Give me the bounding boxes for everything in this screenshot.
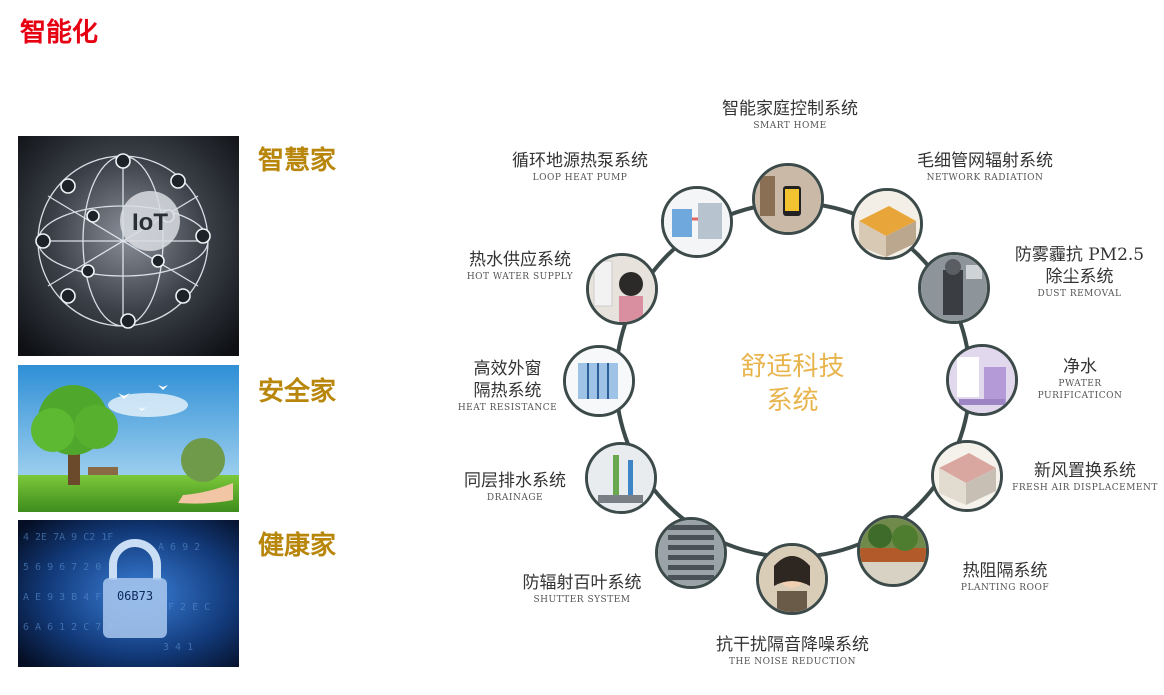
svg-text:6 A 6 1 2 C 7 8: 6 A 6 1 2 C 7 8: [23, 622, 113, 633]
dust-removal-label-group: 防雾霾抗 PM2.5 除尘系统 DUST REMOVAL: [1002, 244, 1157, 300]
noise-reduction-label-group: 抗干扰隔音降噪系统 THE NOISE REDUCTION: [690, 634, 895, 668]
hot-water-cn: 热水供应系统: [469, 250, 571, 270]
smart-home-label: 智慧家: [258, 146, 337, 176]
window-insulation-node: [563, 345, 635, 417]
water-purification-en: PWATER: [1058, 379, 1102, 389]
heat-pump-en: LOOP HEAT PUMP: [532, 173, 628, 183]
noise-reduction-cn: 抗干扰隔音降噪系统: [716, 635, 869, 655]
hot-water-en: HOT WATER SUPPLY: [466, 272, 574, 282]
radiation-en: NETWORK RADIATION: [926, 173, 1044, 183]
lock-code: 06B73: [117, 589, 153, 603]
iot-text: IoT: [132, 209, 168, 236]
svg-text:5 6 9 6 7 2 0 3: 5 6 9 6 7 2 0 3: [23, 562, 113, 573]
noise-reduction-node: [756, 543, 828, 615]
drainage-cn: 同层排水系统: [464, 471, 566, 491]
svg-text:A E 9 3 B 4 F 0: A E 9 3 B 4 F 0: [23, 592, 113, 603]
diagram-center-title: 舒适科技 系统: [705, 350, 880, 418]
nature-image: [18, 365, 239, 512]
smart-home-label-group: 智能家庭控制系统 SMART HOME: [690, 98, 890, 132]
fresh-air-node: [931, 440, 1003, 512]
noise-reduction-en: THE NOISE REDUCTION: [728, 657, 857, 667]
svg-text:4 2E 7A 9 C2 1F: 4 2E 7A 9 C2 1F: [23, 532, 113, 543]
heat-pump-node: [661, 186, 733, 258]
window-insulation-cn: 高效外窗: [473, 359, 542, 379]
drainage-node: [585, 442, 657, 514]
window-insulation-en: HEAT RESISTANCE: [457, 403, 558, 413]
smart-home-en: SMART HOME: [753, 121, 827, 131]
dust-removal-cn2: 除尘系统: [1045, 267, 1114, 287]
shutter-en: SHUTTER SYSTEM: [533, 595, 631, 605]
hot-water-node: [586, 253, 658, 325]
smart-home-node: [752, 163, 824, 235]
svg-text:F 2 E C: F 2 E C: [168, 602, 210, 613]
svg-text:3 4 1: 3 4 1: [163, 642, 193, 653]
dust-removal-node: [918, 252, 990, 324]
page-title: 智能化: [20, 18, 99, 48]
water-purification-cn: 净水: [1063, 357, 1097, 377]
smart-home-cn: 智能家庭控制系统: [722, 99, 858, 119]
drainage-label-group: 同层排水系统 DRAINAGE: [450, 470, 580, 504]
fresh-air-cn: 新风置换系统: [1034, 461, 1136, 481]
dust-removal-en: DUST REMOVAL: [1037, 289, 1122, 299]
radiation-cn: 毛细管网辐射系统: [917, 151, 1053, 171]
security-image: 4 2E 7A 9 C2 1F 5 6 9 6 7 2 0 3 A E 9 3 B…: [18, 520, 239, 667]
water-purification-en2: PURIFICATICON: [1037, 391, 1123, 401]
heat-pump-label-group: 循环地源热泵系统 LOOP HEAT PUMP: [495, 150, 665, 184]
radiation-node: [851, 188, 923, 260]
fresh-air-label-group: 新风置换系统 FRESH AIR DISPLACEMENT: [1010, 460, 1160, 494]
iot-image: IoT: [18, 136, 239, 356]
shutter-label-group: 防辐射百叶系统 SHUTTER SYSTEM: [502, 572, 662, 606]
healthy-home-label: 健康家: [258, 531, 337, 561]
planting-roof-label-group: 热阻隔系统 PLANTING ROOF: [940, 560, 1070, 594]
dust-removal-cn: 防雾霾抗 PM2.5: [1014, 245, 1145, 265]
fresh-air-en: FRESH AIR DISPLACEMENT: [1012, 483, 1158, 493]
svg-text:A 6 9 2: A 6 9 2: [158, 542, 200, 553]
shutter-cn: 防辐射百叶系统: [522, 573, 642, 593]
heat-pump-cn: 循环地源热泵系统: [512, 151, 648, 171]
center-title-line2: 系统: [766, 386, 819, 416]
planting-roof-cn: 热阻隔系统: [962, 561, 1048, 581]
center-title-line1: 舒适科技: [740, 352, 845, 382]
water-purification-label-group: 净水 PWATER PURIFICATICON: [1030, 356, 1130, 402]
planting-roof-en: PLANTING ROOF: [960, 583, 1050, 593]
hot-water-label-group: 热水供应系统 HOT WATER SUPPLY: [450, 249, 590, 283]
window-insulation-cn2: 隔热系统: [473, 381, 542, 401]
window-insulation-label-group: 高效外窗 隔热系统 HEAT RESISTANCE: [455, 358, 560, 414]
drainage-en: DRAINAGE: [486, 493, 544, 503]
water-purification-node: [946, 344, 1018, 416]
planting-roof-node: [857, 515, 929, 587]
safe-home-label: 安全家: [258, 377, 337, 407]
shutter-node: [655, 517, 727, 589]
radiation-label-group: 毛细管网辐射系统 NETWORK RADIATION: [895, 150, 1075, 184]
